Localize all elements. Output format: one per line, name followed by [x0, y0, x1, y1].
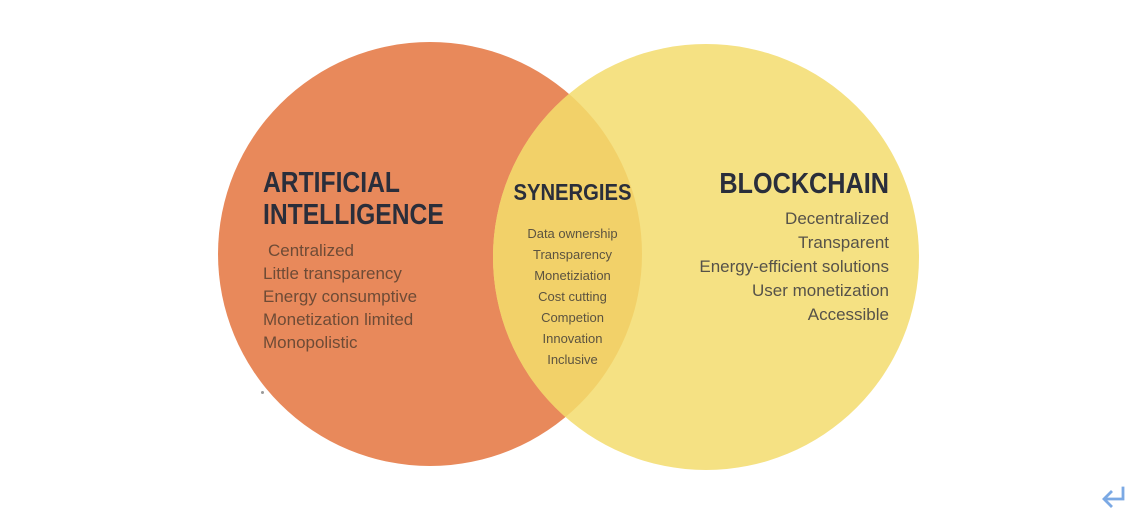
ai-title-line2: INTELLIGENCE: [263, 199, 444, 231]
blockchain-list-item: Accessible: [807, 305, 889, 324]
synergies-list-item: Cost cutting: [538, 289, 607, 304]
synergies-list-item: Monetiziation: [534, 268, 611, 283]
ai-list-item: Monetization limited: [263, 310, 414, 329]
blockchain-list-item: User monetization: [751, 281, 889, 300]
overlap-region: [493, 44, 642, 466]
ai-title-line1: ARTIFICIAL: [263, 167, 400, 199]
synergies-list: Data ownership Transparency Monetiziatio…: [492, 223, 653, 370]
return-arrow-icon: [1102, 486, 1125, 508]
synergies-title: SYNERGIES: [513, 179, 632, 205]
synergies-list-item: Data ownership: [527, 226, 618, 241]
blockchain-list: Decentralized Transparent Energy-efficie…: [699, 207, 889, 327]
blockchain-title: BLOCKCHAIN: [719, 168, 889, 200]
blockchain-list-item: Transparent: [797, 233, 889, 252]
stray-mark: [261, 391, 264, 394]
ai-list-item: Monopolistic: [263, 333, 358, 352]
ai-list-item: Centralized: [268, 241, 354, 260]
blockchain-list-item: Decentralized: [785, 209, 889, 228]
synergies-list-item: Innovation: [542, 331, 603, 346]
synergies-list-item: Competion: [541, 310, 604, 325]
synergies-list-item: Inclusive: [547, 352, 598, 367]
ai-list: Centralized Little transparency Energy c…: [263, 239, 417, 354]
blockchain-list-item: Energy-efficient solutions: [699, 257, 889, 276]
ai-list-item: Energy consumptive: [263, 287, 418, 306]
synergies-list-item: Transparency: [533, 247, 612, 262]
ai-title: ARTIFICIAL INTELLIGENCE: [263, 167, 444, 231]
ai-list-item: Little transparency: [263, 264, 402, 283]
